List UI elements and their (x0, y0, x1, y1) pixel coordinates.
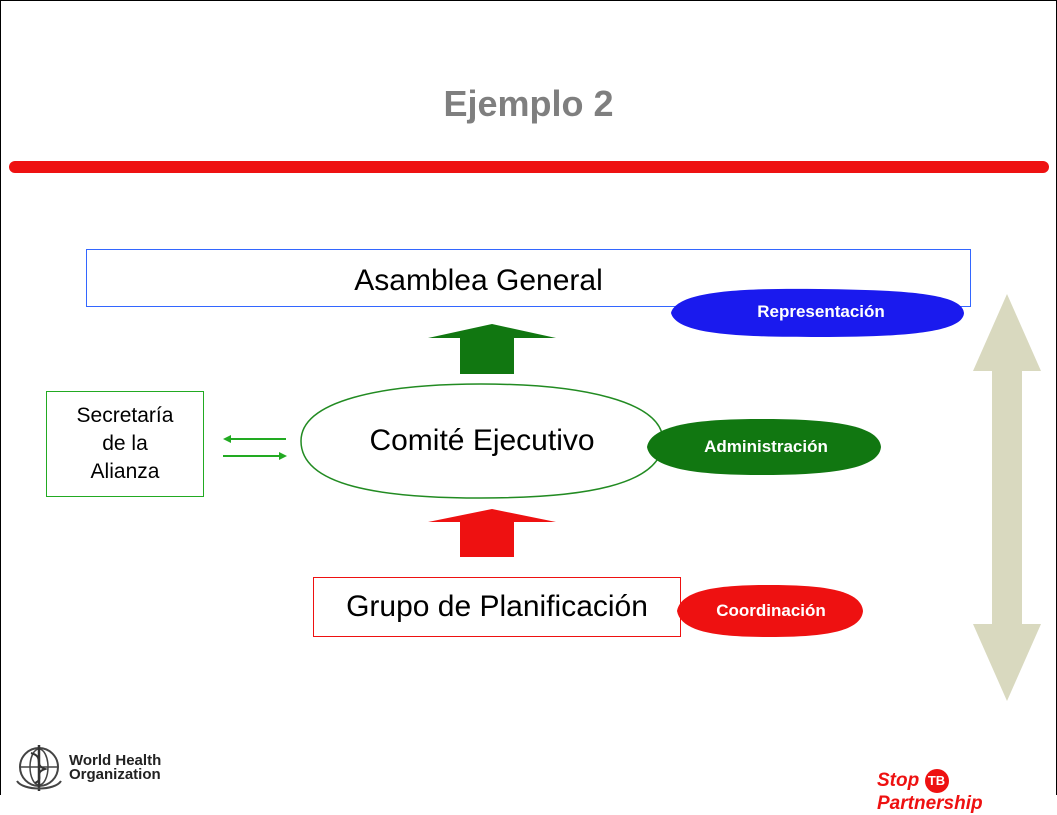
who-logo-icon (16, 745, 62, 791)
tb-badge-text: TB (927, 773, 946, 788)
title-divider (9, 161, 1049, 173)
comite-ejecutivo-label: Comité Ejecutivo (369, 424, 595, 457)
khaki-double-arrow (973, 294, 1041, 701)
grupo-planificacion-label: Grupo de Planificación (346, 590, 648, 623)
slide-title: Ejemplo 2 (443, 83, 614, 124)
secretaria-line-1: Secretaría (76, 404, 174, 427)
diagram-shapes (223, 294, 1041, 701)
arrowhead-left (223, 435, 231, 443)
secretaria-box: Secretaría de la Alianza (46, 391, 204, 497)
who-logo-text: World Health Organization (69, 752, 162, 783)
stop-tb-logo: Stop TB Partnership (877, 769, 1056, 815)
representacion-label: Representación (757, 302, 885, 321)
tag-pills (647, 288, 964, 637)
grupo-planificacion-box: Grupo de Planificación (313, 577, 681, 637)
administracion-label: Administración (704, 437, 828, 456)
arrowhead-right (279, 452, 287, 460)
red-up-arrow (428, 509, 556, 557)
representacion-pill (671, 288, 964, 337)
stop-text: Stop (877, 770, 920, 792)
asamblea-general-box: Asamblea General (86, 249, 971, 307)
who-line-1: World Health (69, 752, 162, 769)
secretaria-line-3: Alianza (90, 460, 160, 483)
green-up-arrow (428, 324, 556, 374)
partnership-text: Partnership (877, 793, 983, 814)
coordinacion-pill (677, 585, 863, 637)
who-line-2: Organization (69, 766, 161, 783)
secretaria-line-2: de la (102, 432, 148, 455)
coordinacion-label: Coordinación (716, 601, 826, 620)
asamblea-general-label: Asamblea General (354, 264, 603, 297)
administracion-pill (647, 419, 881, 475)
tb-badge-icon: TB (924, 769, 949, 793)
